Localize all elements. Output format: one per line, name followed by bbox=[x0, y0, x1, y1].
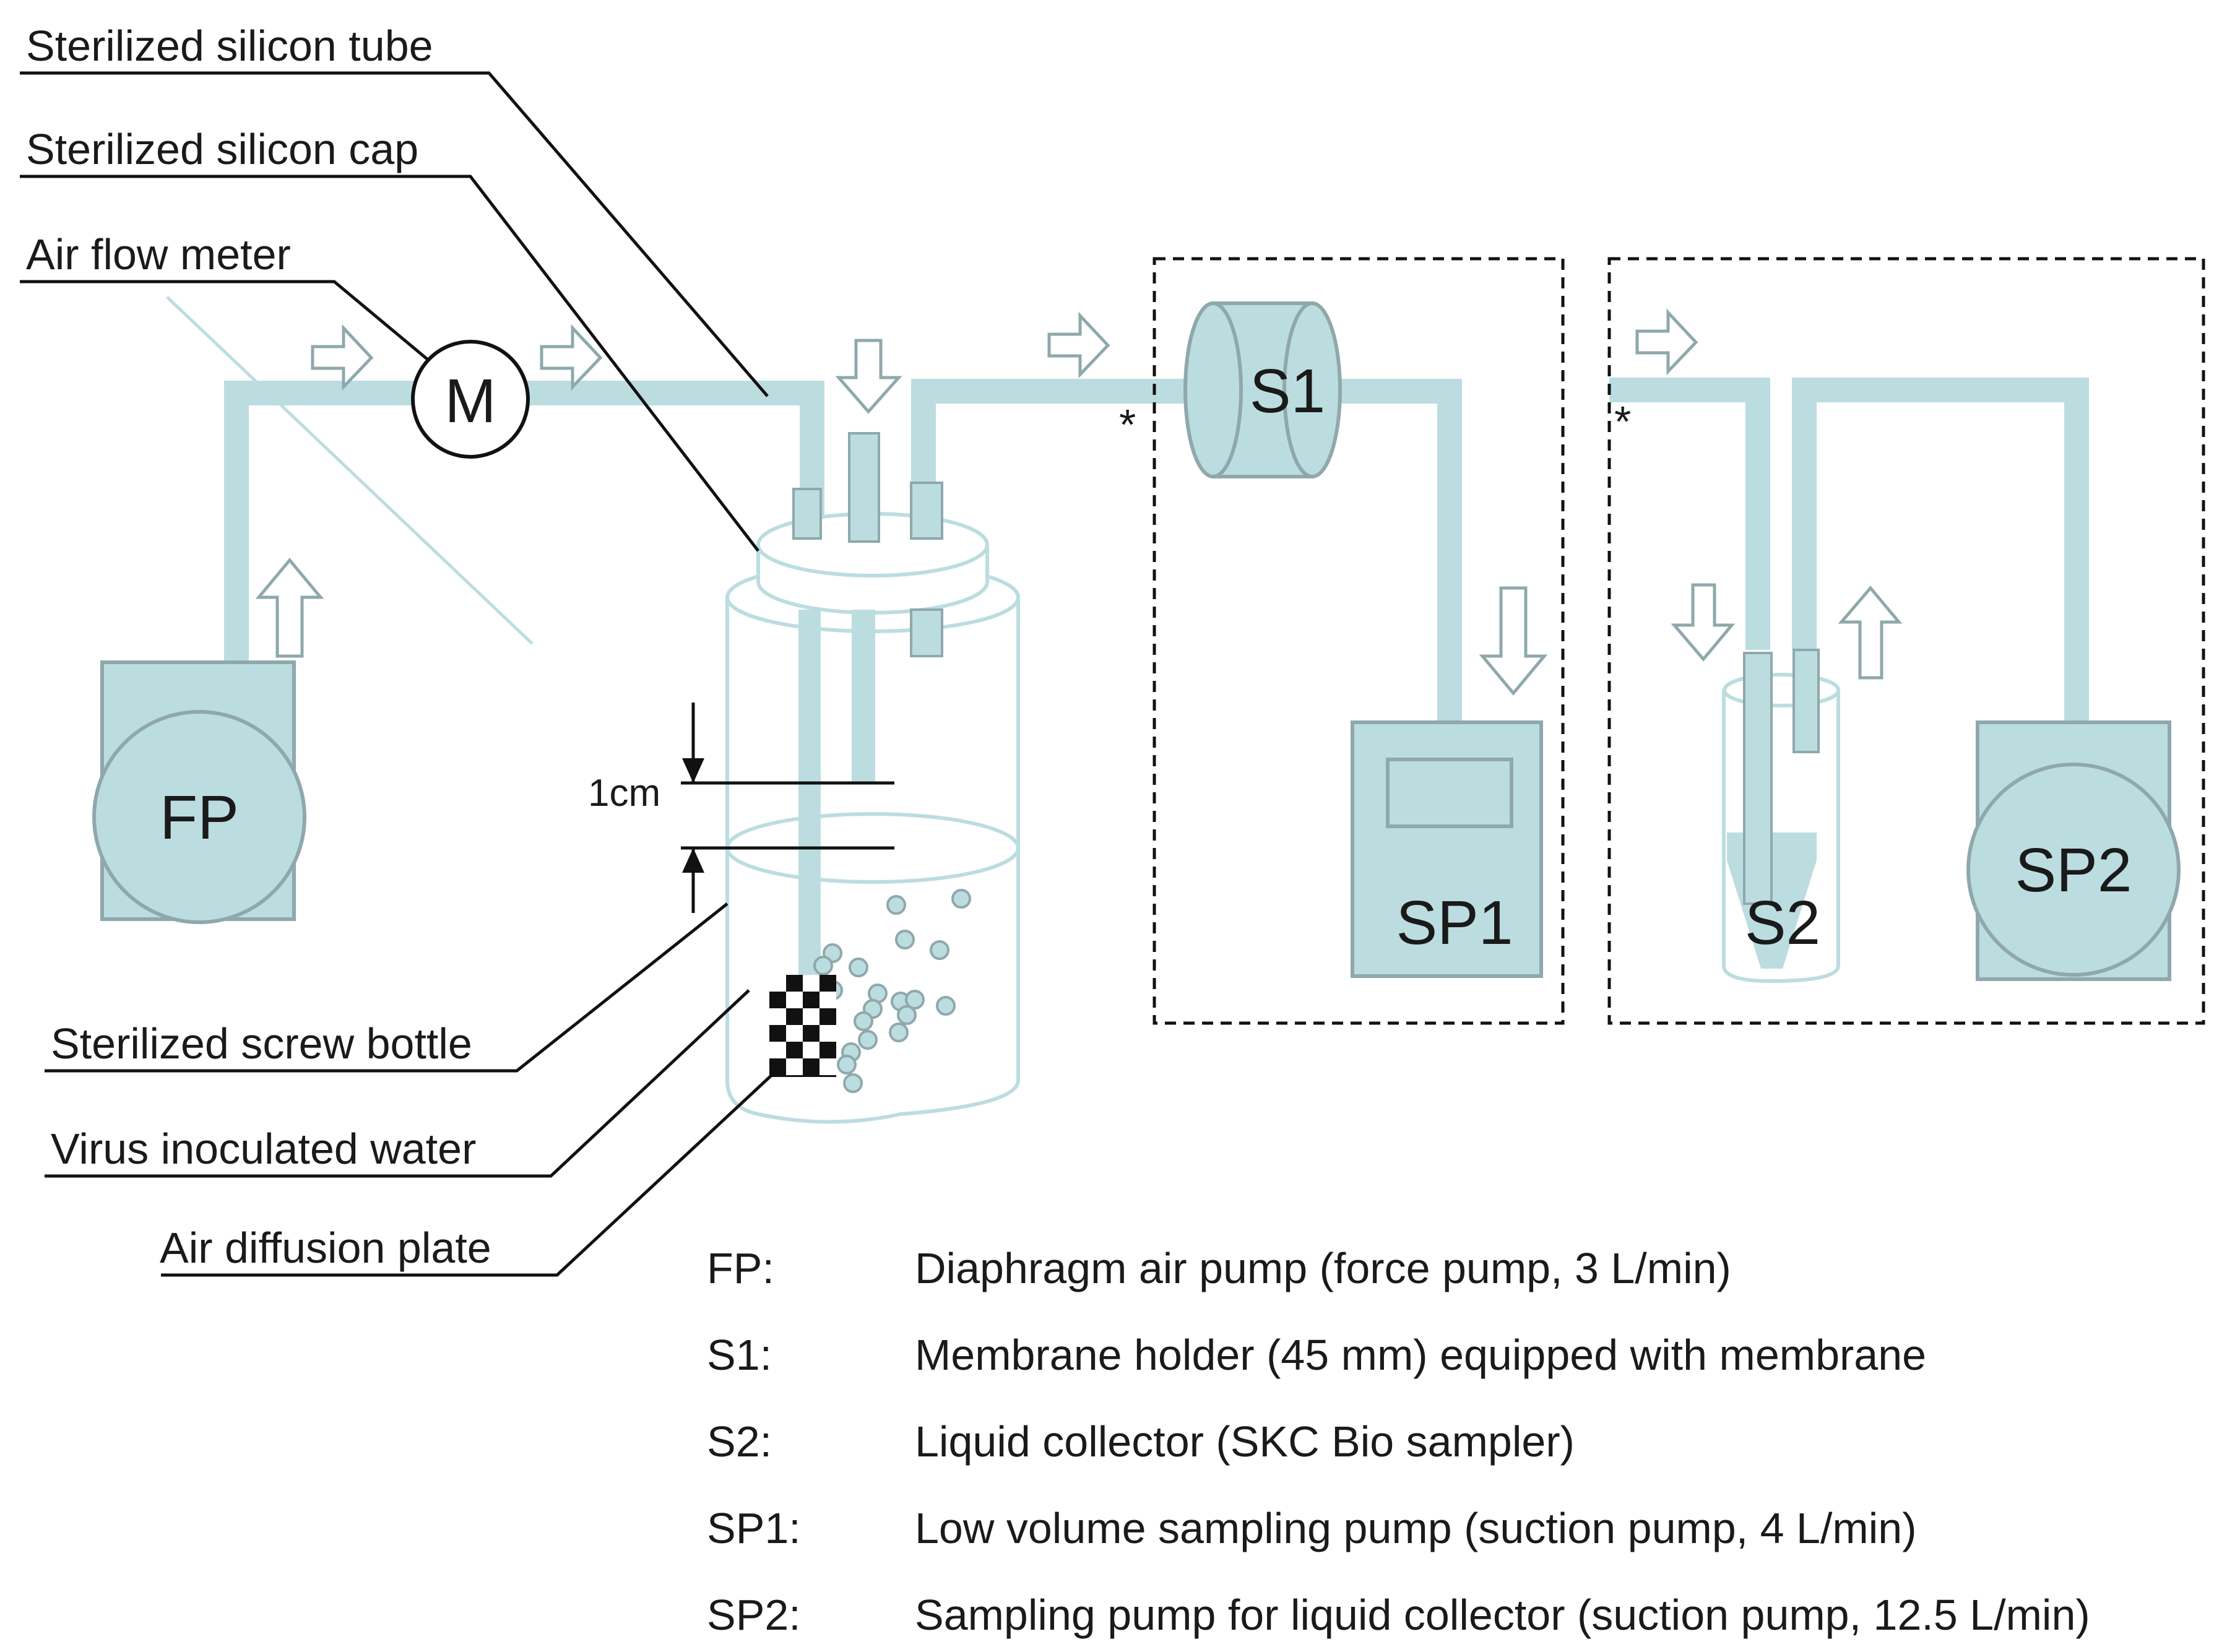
s1-sampling-enclosure bbox=[1152, 257, 1565, 1025]
s2-label: S2 bbox=[1745, 888, 1820, 958]
sampling-pump-sp2: SP2 bbox=[1966, 720, 2181, 981]
s2-sampling-enclosure bbox=[1607, 257, 2205, 1025]
flow-arrow-up bbox=[1838, 586, 1903, 680]
legend-key-sp2: SP2: bbox=[707, 1591, 801, 1639]
gap-label: 1cm bbox=[588, 772, 660, 815]
air-flow-meter: M bbox=[411, 340, 530, 459]
force-pump-fp: FP bbox=[92, 660, 306, 924]
asterisk-mark-1: * bbox=[1119, 400, 1136, 449]
liquid-collector-s2: S2 bbox=[1722, 649, 1840, 984]
gap-dimension: 1cm bbox=[588, 703, 894, 913]
bottle-label: Sterilized screw bottle bbox=[51, 1019, 472, 1068]
flow-arrow-down bbox=[835, 339, 902, 414]
sampling-pump-sp1: SP1 bbox=[1351, 720, 1543, 978]
s1-label: S1 bbox=[1250, 357, 1325, 426]
flow-arrow-right bbox=[311, 324, 374, 391]
tube-label: Sterilized silicon tube bbox=[26, 22, 433, 70]
flow-arrow-right bbox=[1635, 308, 1698, 376]
membrane-holder-s1: S1 bbox=[1183, 301, 1342, 478]
flow-arrow-down bbox=[1671, 583, 1736, 662]
legend: FP: Diaphragm air pump (force pump, 3 L/… bbox=[707, 1244, 2090, 1639]
sp1-label: SP1 bbox=[1396, 888, 1513, 958]
screw-bottle: 1cm bbox=[588, 432, 1020, 1124]
meter-label: M bbox=[444, 366, 496, 436]
callouts: Sterilized silicon tube Sterilized silic… bbox=[20, 22, 784, 1277]
fp-label: FP bbox=[160, 783, 239, 852]
meter-callout-label: Air flow meter bbox=[26, 230, 291, 279]
legend-key-s2: S2: bbox=[707, 1417, 772, 1466]
flow-arrow-right bbox=[1047, 311, 1110, 379]
air-bubbles bbox=[813, 889, 971, 1093]
background-diagonal-line bbox=[166, 296, 534, 645]
legend-key-s1: S1: bbox=[707, 1331, 772, 1379]
legend-desc-s1: Membrane holder (45 mm) equipped with me… bbox=[915, 1331, 1926, 1379]
cap-label: Sterilized silicon cap bbox=[26, 125, 418, 173]
legend-desc-fp: Diaphragm air pump (force pump, 3 L/min) bbox=[915, 1244, 1731, 1292]
sp2-label: SP2 bbox=[2015, 836, 2132, 905]
plate-label: Air diffusion plate bbox=[160, 1224, 491, 1272]
flow-arrow-right bbox=[540, 324, 603, 391]
legend-desc-sp2: Sampling pump for liquid collector (suct… bbox=[915, 1591, 2090, 1639]
flow-arrows bbox=[255, 308, 1903, 696]
legend-desc-s2: Liquid collector (SKC Bio sampler) bbox=[915, 1417, 1575, 1466]
flow-arrow-up bbox=[255, 558, 324, 658]
legend-desc-sp1: Low volume sampling pump (suction pump, … bbox=[915, 1504, 1917, 1552]
flow-arrow-down bbox=[1479, 586, 1548, 696]
legend-key-fp: FP: bbox=[707, 1244, 774, 1292]
water-label: Virus inoculated water bbox=[51, 1125, 476, 1173]
legend-key-sp1: SP1: bbox=[707, 1504, 801, 1552]
asterisk-mark-2: * bbox=[1614, 397, 1631, 446]
air-diffusion-plate bbox=[769, 975, 836, 1077]
